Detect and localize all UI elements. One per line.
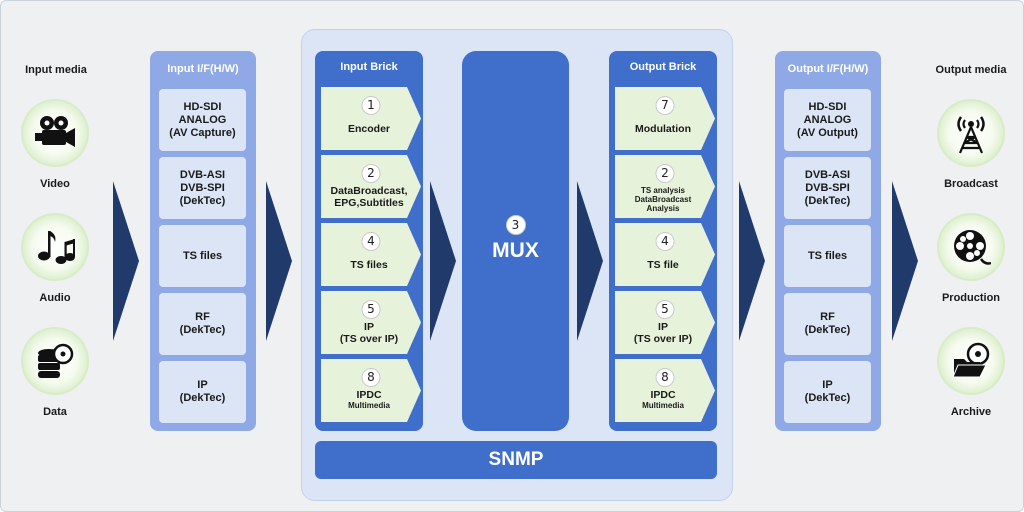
step-label: Modulation	[635, 123, 691, 135]
chevron-right-icon	[430, 181, 456, 341]
input-if-panel: Input I/F(H/W) HD-SDI ANALOG (AV Capture…	[150, 51, 256, 431]
output-step: 4 TS file	[615, 223, 715, 286]
output-if-title: Output I/F(H/W)	[787, 63, 869, 75]
input-step: 4 TS files	[321, 223, 421, 286]
chevron-right-icon	[113, 181, 139, 341]
input-brick-panel: Input Brick 1 Encoder 2 DataBroadcast, E…	[315, 51, 423, 431]
step-number: 1	[361, 96, 381, 115]
chevron-right-icon	[739, 181, 765, 341]
input-brick-title: Input Brick	[340, 61, 398, 73]
audio-label: Audio	[39, 292, 71, 304]
step-sub: Multimedia	[348, 401, 390, 410]
audio-media	[21, 213, 89, 281]
step-number: 8	[361, 368, 381, 387]
video-label: Video	[40, 178, 70, 190]
step-label: TS file	[647, 259, 679, 271]
output-if-box: TS files	[784, 225, 871, 287]
step-number: 2	[655, 164, 675, 183]
archive-label: Archive	[950, 406, 992, 418]
step-number: 5	[655, 300, 675, 319]
broadcast-label: Broadcast	[944, 178, 998, 190]
snmp-bar: SNMP	[315, 441, 717, 479]
step-number: 5	[361, 300, 381, 319]
step-label: TS analysis DataBroadcast Analysis	[634, 186, 692, 213]
output-if-box: DVB-ASI DVB-SPI (DekTec)	[784, 157, 871, 219]
step-main: IPDC	[356, 389, 382, 401]
input-if-box: TS files	[159, 225, 246, 287]
step-label: Encoder	[347, 123, 390, 135]
movie-camera-icon	[35, 116, 75, 147]
step-number: 4	[361, 232, 381, 251]
output-if-box: IP (DekTec)	[784, 361, 871, 423]
step-number: 7	[655, 96, 675, 115]
broadcast-tower-icon	[957, 116, 985, 154]
data-label: Data	[43, 406, 67, 418]
output-if-box: HD-SDI ANALOG (AV Output)	[784, 89, 871, 151]
input-if-box: RF (DekTec)	[159, 293, 246, 355]
mux-number: 3	[505, 215, 526, 235]
data-media	[21, 327, 89, 395]
step-label: DataBroadcast, EPG,Subtitles	[330, 185, 408, 209]
output-if-box: RF (DekTec)	[784, 293, 871, 355]
music-notes-icon	[38, 231, 75, 264]
input-step: 2 DataBroadcast, EPG,Subtitles	[321, 155, 421, 218]
chevron-right-icon	[577, 181, 603, 341]
output-brick-panel: Output Brick 7 Modulation 2 TS analysis …	[609, 51, 717, 431]
output-if-panel: Output I/F(H/W) HD-SDI ANALOG (AV Output…	[775, 51, 881, 431]
step-number: 2	[361, 164, 381, 183]
film-reel-icon	[954, 230, 991, 265]
folder-disc-icon	[952, 342, 990, 378]
output-brick-title: Output Brick	[629, 61, 697, 73]
step-label: TS files	[350, 259, 388, 271]
input-if-box: DVB-ASI DVB-SPI (DekTec)	[159, 157, 246, 219]
chevron-right-icon	[266, 181, 292, 341]
input-step: 5 IP (TS over IP)	[321, 291, 421, 354]
step-sub: Multimedia	[642, 401, 684, 410]
output-step: 5 IP (TS over IP)	[615, 291, 715, 354]
output-media-title: Output media	[935, 64, 1007, 76]
input-step: 1 Encoder	[321, 87, 421, 150]
video-media	[21, 99, 89, 167]
step-number: 8	[655, 368, 675, 387]
database-disc-icon	[38, 343, 74, 378]
step-label: IP (TS over IP)	[339, 321, 399, 345]
production-label: Production	[941, 292, 1001, 304]
step-label: IP (TS over IP)	[633, 321, 693, 345]
input-media-title: Input media	[25, 64, 87, 76]
step-main: IPDC	[650, 389, 676, 401]
input-if-box: IP (DekTec)	[159, 361, 246, 423]
mux-label: MUX	[492, 239, 539, 262]
broadcast-media	[937, 99, 1005, 167]
input-if-title: Input I/F(H/W)	[167, 63, 239, 75]
output-step: 2 TS analysis DataBroadcast Analysis	[615, 155, 715, 218]
input-if-box: HD-SDI ANALOG (AV Capture)	[159, 89, 246, 151]
production-media	[937, 213, 1005, 281]
mux-block: 3 MUX	[462, 51, 569, 431]
output-step: 7 Modulation	[615, 87, 715, 150]
archive-media	[937, 327, 1005, 395]
step-number: 4	[655, 232, 675, 251]
chevron-right-icon	[892, 181, 918, 341]
